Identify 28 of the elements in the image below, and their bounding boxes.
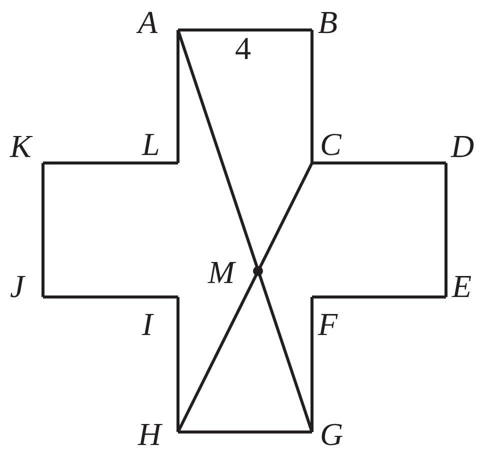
line-segment <box>176 30 314 432</box>
vertex-label: F <box>318 310 338 338</box>
line-segment <box>444 163 448 297</box>
length-label: 4 <box>235 34 251 62</box>
line-segment <box>312 162 446 164</box>
line-segment <box>178 28 312 32</box>
line-segment <box>310 30 314 163</box>
vertex-label: E <box>452 272 472 300</box>
vertex-label: K <box>10 132 32 160</box>
line-segment <box>176 162 314 433</box>
line-segment <box>42 163 44 297</box>
line-segment <box>312 296 446 298</box>
line-segment <box>176 297 180 432</box>
vertex-label: L <box>142 130 160 158</box>
line-segment <box>310 297 314 432</box>
vertex-label: G <box>320 420 344 448</box>
vertex-label: I <box>142 310 153 338</box>
vertex-label: J <box>10 272 24 300</box>
line-segment <box>43 162 178 164</box>
vertex-label: C <box>320 130 342 158</box>
line-segment <box>176 30 180 163</box>
vertex-label: B <box>318 8 338 36</box>
vertex-label: D <box>451 132 474 160</box>
vertex-label: H <box>138 420 162 448</box>
line-segment <box>43 296 178 298</box>
line-segment <box>178 430 312 434</box>
point-label: M <box>208 258 235 286</box>
vertex-label: A <box>138 8 158 36</box>
